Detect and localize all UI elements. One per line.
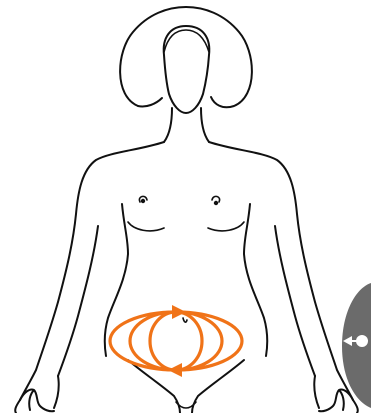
left-breast <box>128 222 164 231</box>
left-waist <box>105 204 128 356</box>
hair-fringe <box>164 30 209 52</box>
right-nipple-dot <box>214 201 218 205</box>
left-inner-arm <box>58 226 98 376</box>
hair-outline <box>120 7 252 107</box>
body-right-outline <box>209 142 353 400</box>
massage-arrow-top <box>172 305 186 319</box>
neck-left <box>164 108 172 142</box>
massage-inner-ring <box>150 312 202 370</box>
massage-middle-ring <box>130 312 222 370</box>
neck-right <box>201 108 209 142</box>
right-waist <box>244 204 267 356</box>
clockwise-arrows-icon <box>110 305 242 377</box>
right-inner-arm <box>275 226 315 376</box>
navel <box>183 318 187 322</box>
left-nipple-dot <box>141 199 145 203</box>
massage-arrow-bottom <box>168 363 182 377</box>
right-breast <box>208 222 244 231</box>
hair-left-inner <box>138 98 162 107</box>
